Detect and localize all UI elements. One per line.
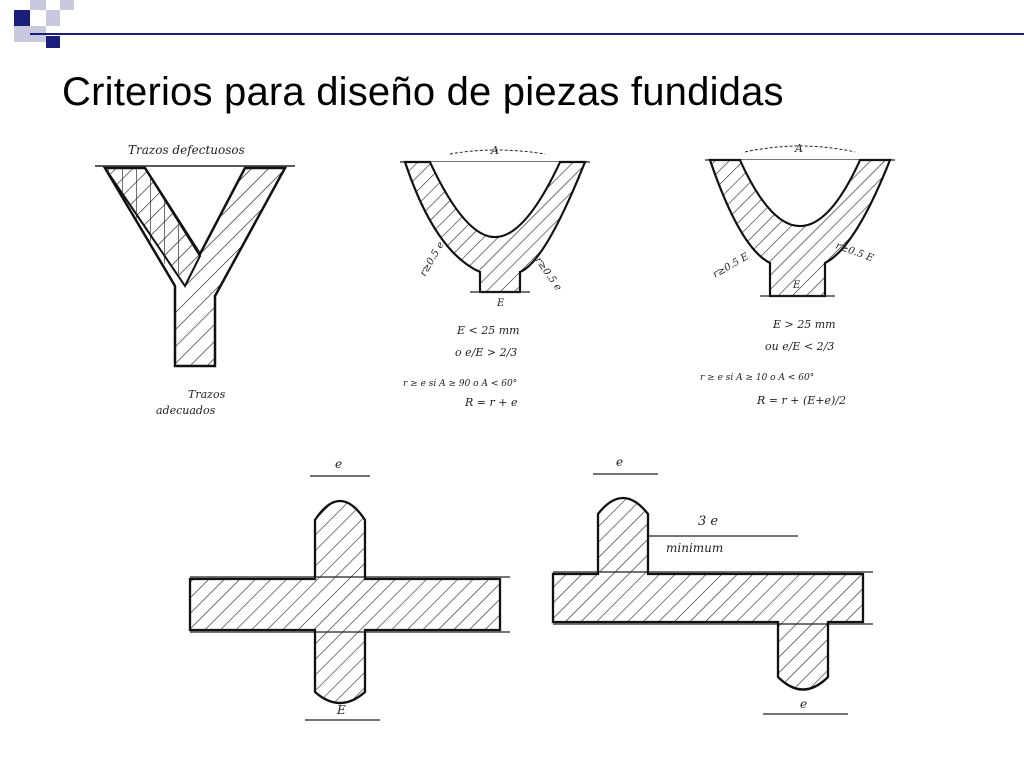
offset-gap-label: minimum [666,541,723,555]
y2-angle-label: A [490,144,499,157]
figure-cross-junction: e E [188,457,510,721]
y1-bottom-label-1: Trazos [188,388,226,401]
slide-title: Criterios para diseño de piezas fundidas [62,70,784,114]
y3-right-radius: r≥0.5 E [834,240,876,264]
cross-bottom-dim: E [336,703,346,717]
y1-bottom-label-2: adecuados [156,404,216,417]
offset-gap-value: 3 e [698,514,718,529]
y3-angle-label: A [794,142,803,155]
y2-base-label: E [496,298,505,309]
y2-cond-1: E < 25 mm [456,324,520,337]
y2-right-radius: r≥0.5 e [533,255,564,293]
y3-cond-3: r ≥ e si A ≥ 10 o A < 60° [700,373,814,383]
y3-cond-4: R = r + (E+e)/2 [756,394,846,407]
y2-cond-2: o e/E > 2/3 [455,346,517,359]
y2-cond-3: r ≥ e si A ≥ 90 o A < 60° [403,379,517,389]
offset-top-dim: e [616,455,623,469]
figure-offset-junction: e 3 e minimum e [551,455,873,715]
offset-bottom-dim: e [800,697,807,711]
y3-base-label: E [792,280,801,291]
y3-cond-2: ou e/E < 2/3 [765,340,834,353]
slide-decoration [14,0,1024,48]
y3-left-radius: r≥0.5 E [711,251,751,281]
y1-top-label: Trazos defectuosos [128,143,245,157]
figure-y-junction-thin: A r≥0.5 e r≥0.5 e E E < 25 mm o e/E > 2/… [400,144,590,409]
figure-y-junction-basic: Trazos defectuosos Trazos adecuados [95,143,295,417]
cross-top-dim: e [335,457,342,471]
y3-cond-1: E > 25 mm [772,318,836,331]
y2-left-radius: r≥0.5 e [418,240,447,279]
figure-y-junction-thick: A r≥0.5 E r≥0.5 E E E > 25 mm ou e/E < 2… [700,142,895,407]
y2-cond-4: R = r + e [464,396,518,409]
